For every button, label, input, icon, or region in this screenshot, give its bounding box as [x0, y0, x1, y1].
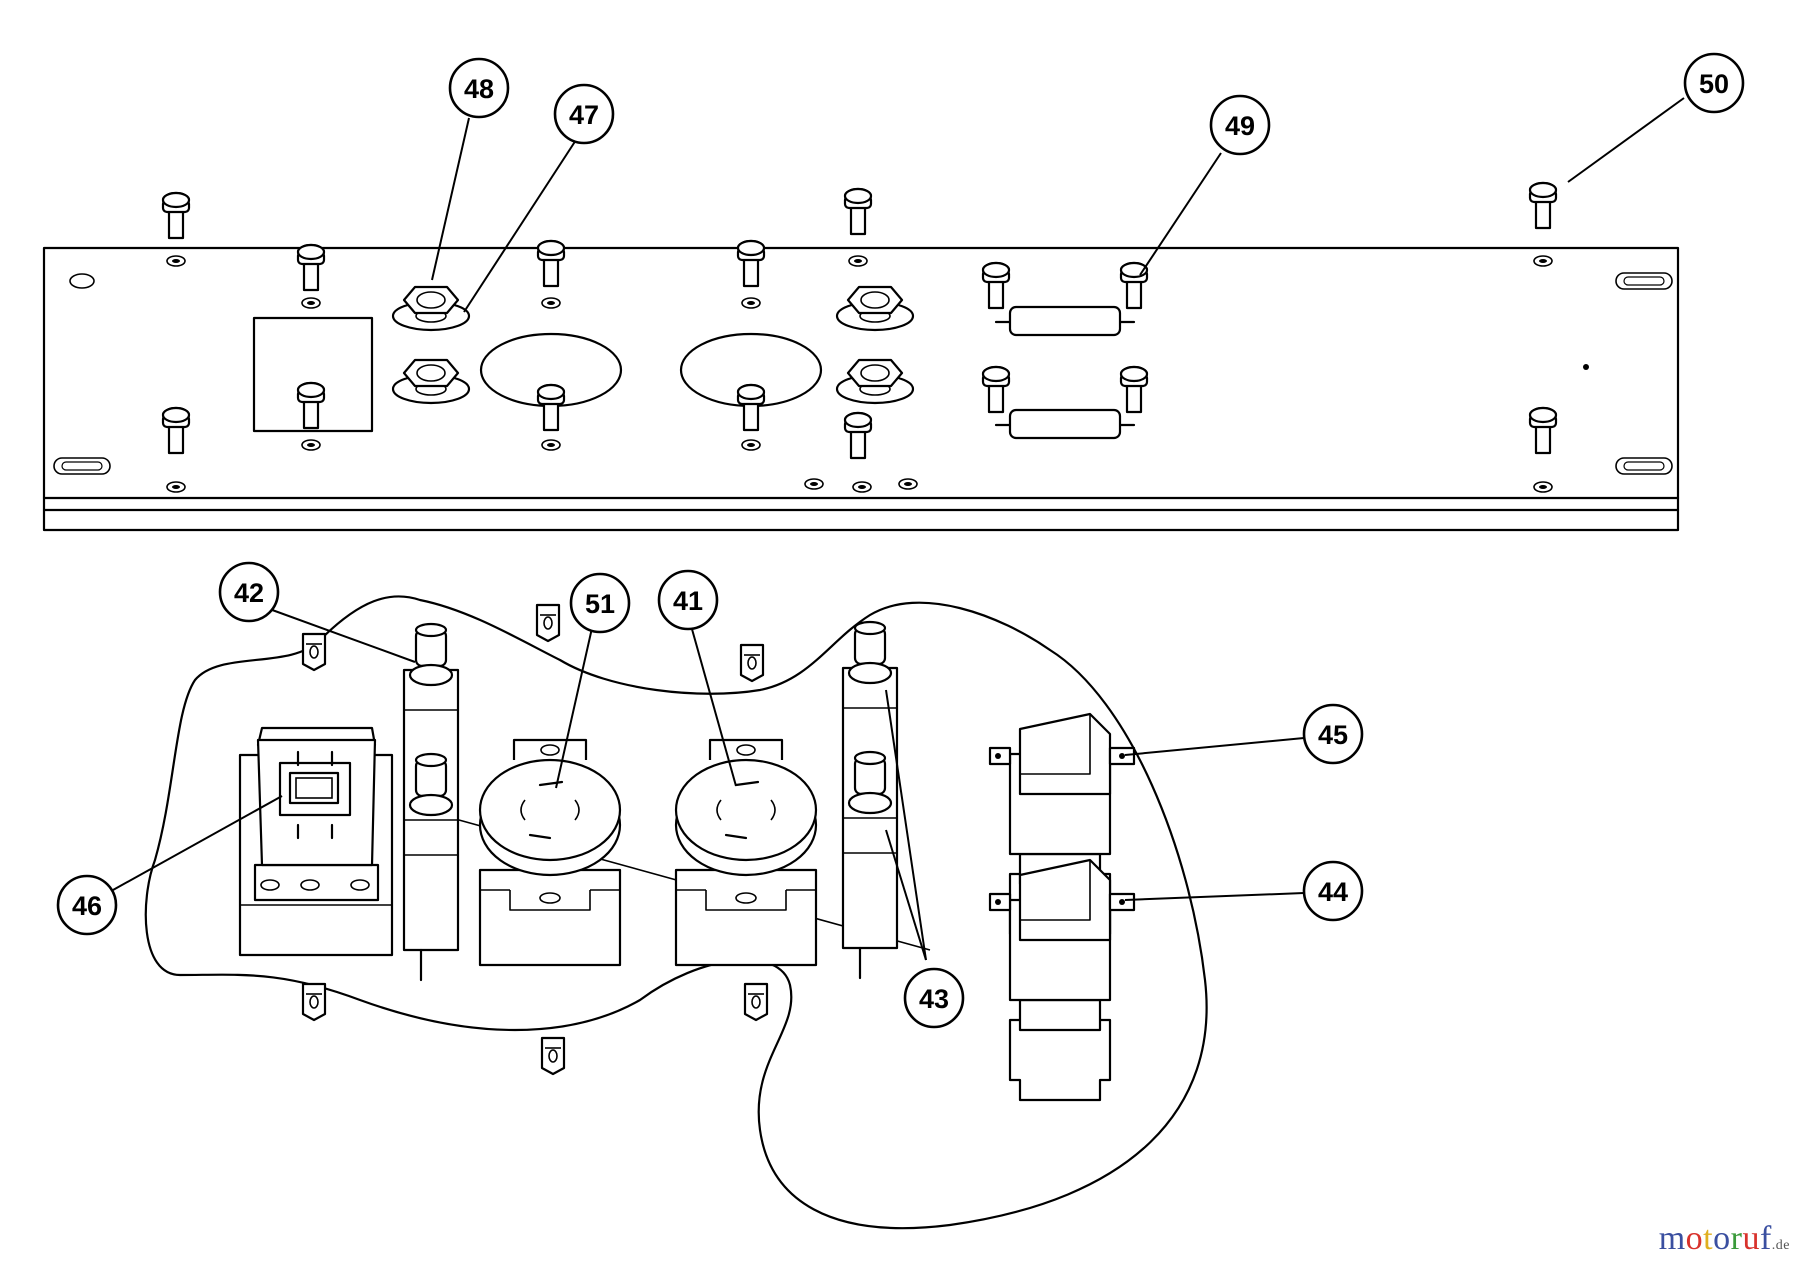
watermark-logo: motoruf.de: [1659, 1220, 1790, 1258]
leader-lines: [112, 97, 1685, 961]
watermark-suffix: .de: [1771, 1238, 1790, 1253]
watermark-letter: o: [1685, 1220, 1704, 1257]
svg-text:44: 44: [1318, 877, 1348, 907]
callout-47: 47: [553, 83, 615, 145]
resistor-assemblies: [981, 261, 1149, 440]
svg-text:43: 43: [919, 984, 949, 1014]
callout-46: 46: [56, 874, 118, 936]
callout-45: 45: [1302, 703, 1364, 765]
svg-text:49: 49: [1225, 111, 1255, 141]
svg-text:47: 47: [569, 100, 599, 130]
watermark-letter: r: [1730, 1220, 1743, 1257]
watermark-letter: o: [1713, 1220, 1731, 1257]
watermark-letter: f: [1759, 1220, 1772, 1257]
gfci-outlet: [238, 726, 394, 957]
twist-lock-outlets: [478, 738, 818, 967]
callout-49: 49: [1209, 94, 1271, 156]
callout-50: 50: [1683, 52, 1745, 114]
svg-text:45: 45: [1318, 720, 1348, 750]
callout-48: 48: [448, 57, 510, 119]
svg-text:46: 46: [72, 891, 102, 921]
watermark-letter: t: [1703, 1220, 1714, 1257]
rocker-switches: [988, 712, 1136, 1102]
svg-text:51: 51: [585, 589, 615, 619]
watermark-letter: m: [1658, 1220, 1686, 1257]
panel-holes: [166, 255, 1589, 493]
circuit-breakers: [402, 620, 899, 982]
svg-text:42: 42: [234, 578, 264, 608]
svg-text:48: 48: [464, 74, 494, 104]
callout-44: 44: [1302, 860, 1364, 922]
callout-43: 43: [903, 967, 965, 1029]
callout-41: 41: [657, 569, 719, 631]
callout-42: 42: [218, 561, 280, 623]
callout-51: 51: [569, 572, 631, 634]
watermark-letter: u: [1742, 1220, 1760, 1257]
panel-slots: [53, 272, 1673, 475]
svg-text:41: 41: [673, 586, 703, 616]
svg-text:50: 50: [1699, 69, 1729, 99]
